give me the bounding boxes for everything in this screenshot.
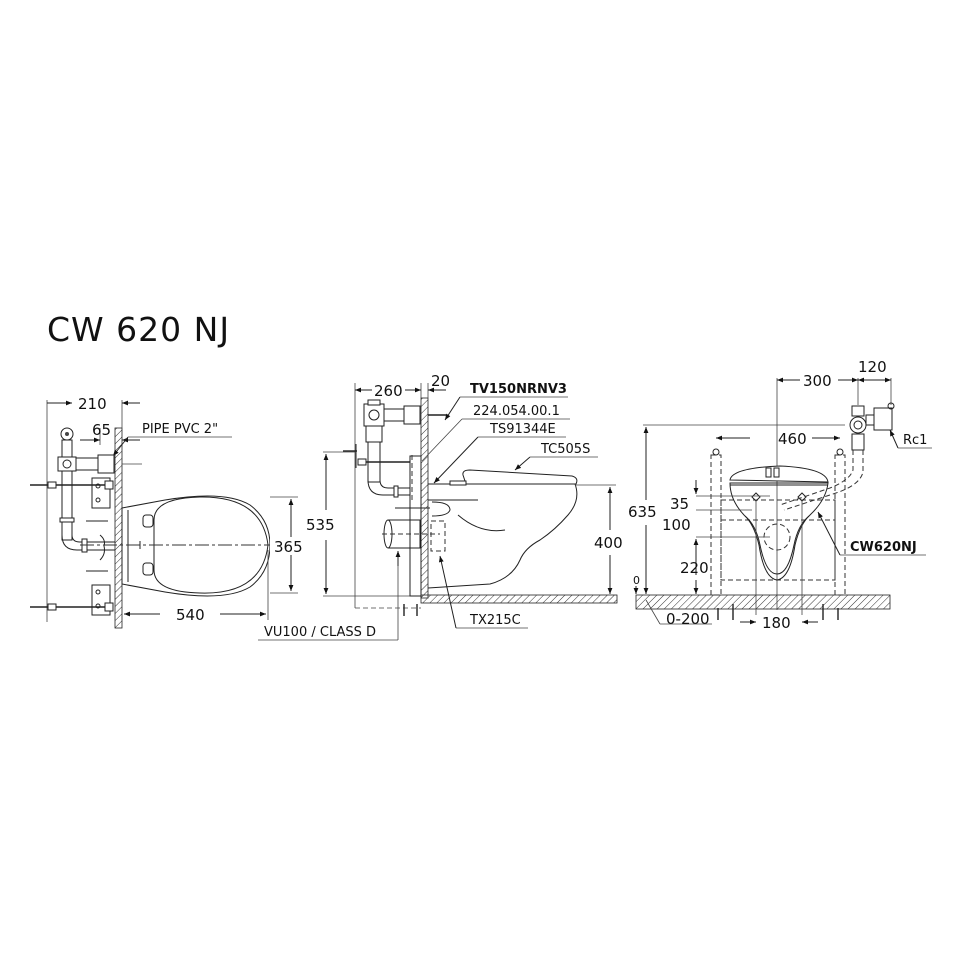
- side-view: 260 20 535: [258, 372, 623, 641]
- dim-635: 635: [628, 503, 657, 521]
- label-tx215c: TX215C: [469, 613, 521, 628]
- label-vu100-class-d: VU100 / CLASS D: [264, 625, 376, 640]
- dim-260: 260: [374, 382, 403, 400]
- dim-210: 210: [78, 395, 107, 413]
- pipe-pvc-label: PIPE PVC 2": [142, 422, 218, 437]
- dim-120: 120: [858, 358, 887, 376]
- dim-20: 20: [431, 372, 450, 390]
- wall-hatch: [114, 427, 123, 629]
- dim-220: 220: [680, 559, 709, 577]
- top-view: 210 65 PIPE PVC 2": [30, 395, 306, 629]
- dim-35: 35: [670, 495, 689, 513]
- label-224-054-00-1: 224.054.00.1: [473, 404, 560, 419]
- dim-0-200: 0-200: [666, 610, 710, 628]
- dim-535: 535: [306, 516, 335, 534]
- label-tv150nrnv3: TV150NRNV3: [470, 382, 567, 397]
- drawing-title: CW 620 NJ: [47, 310, 231, 349]
- dim-100: 100: [662, 516, 691, 534]
- dim-180: 180: [762, 614, 791, 632]
- dim-300: 300: [803, 372, 832, 390]
- dim-365: 365: [274, 538, 303, 556]
- dim-400: 400: [594, 534, 623, 552]
- front-view: 635 0 0-200 300 120 460: [628, 358, 932, 632]
- label-tc505s: TC505S: [540, 442, 590, 457]
- dim-460: 460: [778, 430, 807, 448]
- label-rc1: Rc1: [903, 433, 927, 448]
- dim-0: 0: [633, 574, 640, 587]
- dim-540: 540: [176, 606, 205, 624]
- dim-65: 65: [92, 421, 111, 439]
- label-ts91344e: TS91344E: [489, 422, 556, 437]
- label-cw620nj: CW620NJ: [850, 540, 917, 555]
